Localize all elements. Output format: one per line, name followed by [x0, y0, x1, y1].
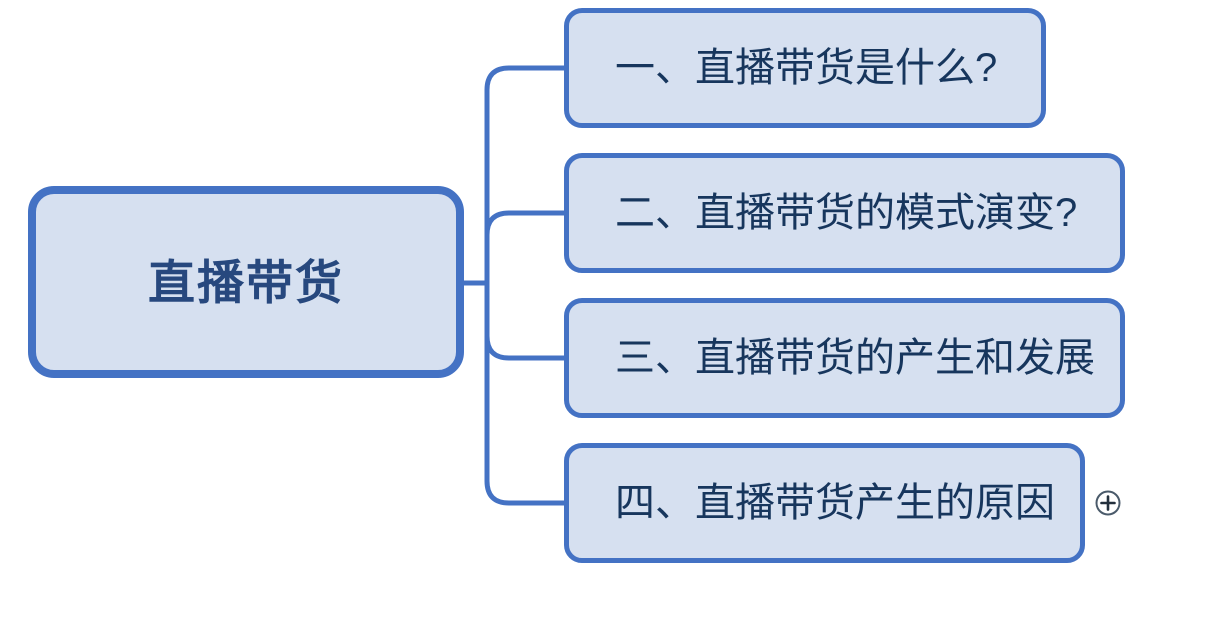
child-node-4-label: 四、直播带货产生的原因	[615, 481, 1055, 525]
child-node-3[interactable]: 三、直播带货的产生和发展	[564, 298, 1125, 418]
child-node-4[interactable]: 四、直播带货产生的原因	[564, 443, 1085, 563]
connector-to-child-4	[484, 480, 566, 506]
connector-to-child-1	[484, 65, 566, 91]
plus-circle-icon	[1093, 488, 1123, 518]
root-node-label: 直播带货	[148, 255, 344, 309]
connector-to-child-2	[484, 210, 566, 236]
child-node-2-label: 二、直播带货的模式演变?	[615, 191, 1078, 235]
child-node-2[interactable]: 二、直播带货的模式演变?	[564, 153, 1125, 273]
expand-node-4-button[interactable]	[1092, 487, 1124, 519]
child-node-1-label: 一、直播带货是什么?	[615, 46, 998, 90]
child-node-3-label: 三、直播带货的产生和发展	[615, 336, 1095, 380]
child-node-1[interactable]: 一、直播带货是什么?	[564, 8, 1046, 128]
root-node[interactable]: 直播带货	[28, 186, 464, 378]
connector-to-child-3	[484, 335, 566, 361]
